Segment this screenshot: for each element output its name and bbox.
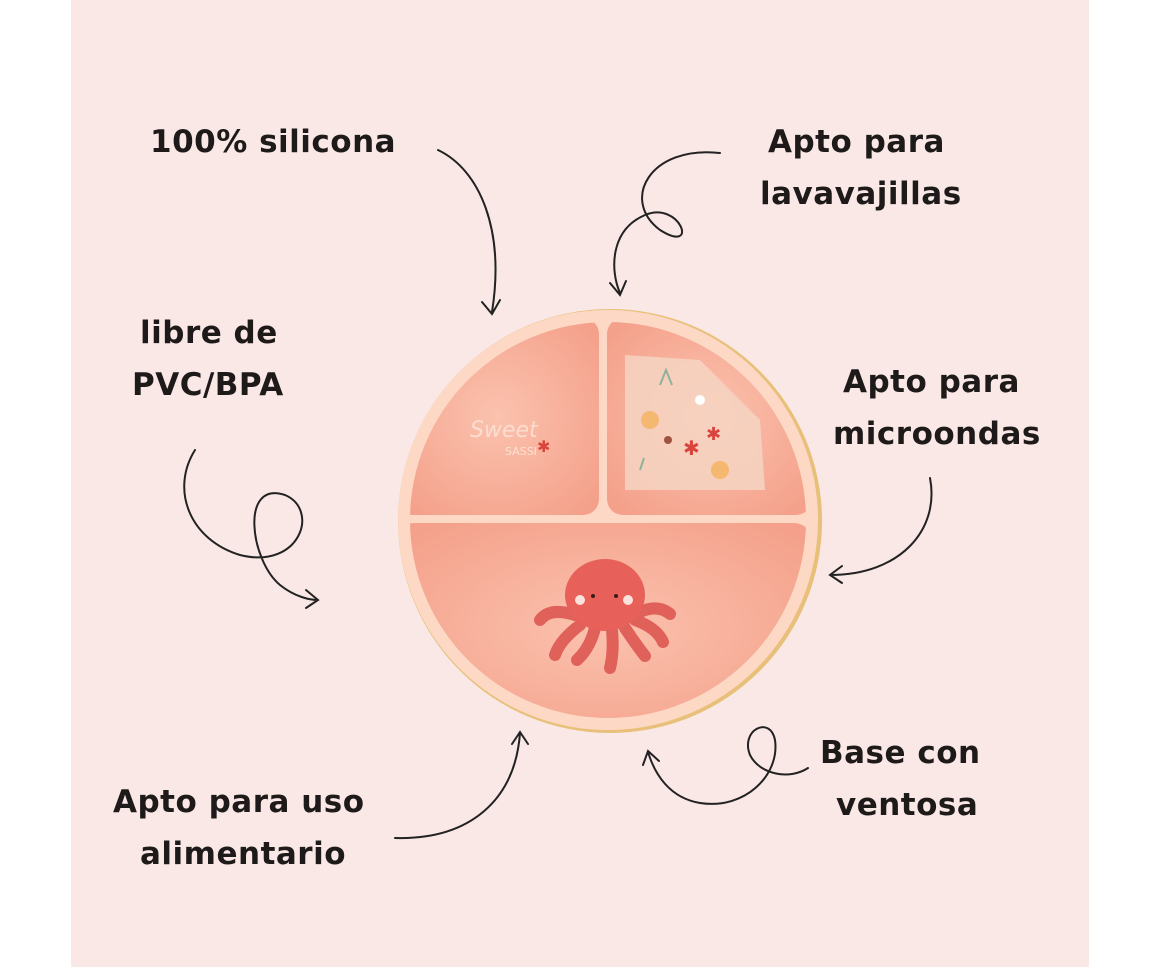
brand-logo: Sweet SASSI ✱ [470, 418, 550, 458]
arrow-silicona-icon [437, 149, 501, 316]
arrow-lavavajillas-icon [609, 151, 721, 297]
arrow-alimentario-icon [394, 730, 529, 840]
feature-text: Apto para uso [113, 784, 365, 820]
feature-text: Apto para [843, 364, 1020, 400]
feature-text: libre de [140, 315, 278, 351]
arrow-ventosa-icon [642, 726, 809, 805]
svg-text:✱: ✱ [683, 436, 700, 460]
arrow-pvc-icon [183, 449, 320, 609]
sea-pattern: ✱ ✱ [625, 355, 765, 490]
feature-text: alimentario [140, 836, 347, 872]
feature-text: 100% silicona [150, 124, 397, 160]
feature-text: microondas [833, 416, 1041, 452]
brand-text: SASSI [505, 445, 537, 458]
feature-alimentario: Apto para uso alimentario [113, 776, 365, 880]
svg-text:Sweet: Sweet [470, 418, 539, 443]
arrow-microondas-icon [828, 477, 933, 584]
feature-text: lavavajillas [760, 176, 962, 212]
feature-pvc-bpa: libre de PVC/BPA [132, 307, 284, 411]
feature-ventosa: Base con ventosa [820, 727, 981, 831]
octopus [534, 559, 676, 674]
svg-text:✱: ✱ [537, 437, 550, 456]
feature-microondas: Apto para microondas [833, 356, 1041, 460]
plate: ✱ ✱ Sweet SASSI ✱ [398, 309, 822, 733]
feature-lavavajillas: Apto para lavavajillas [760, 116, 962, 220]
feature-text: ventosa [836, 787, 979, 823]
feature-text: Apto para [768, 124, 945, 160]
feature-text: PVC/BPA [132, 367, 284, 403]
svg-text:✱: ✱ [706, 424, 721, 445]
feature-text: Base con [820, 735, 981, 771]
feature-silicona: 100% silicona [150, 116, 396, 168]
